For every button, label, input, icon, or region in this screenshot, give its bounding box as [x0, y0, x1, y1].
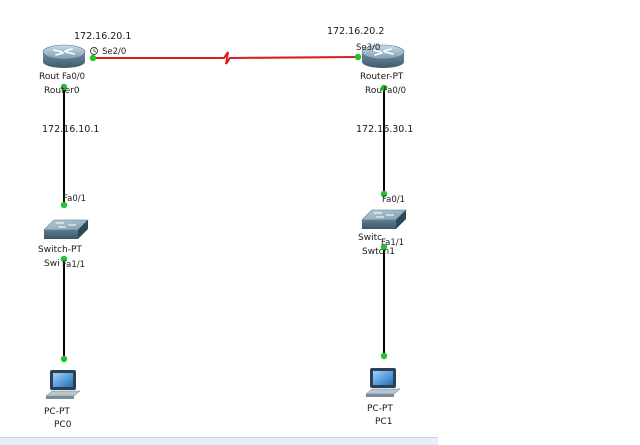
link-up-dot [354, 53, 362, 61]
port-label: Fa1/1 [381, 238, 404, 248]
device-name-label: PC1 [375, 417, 393, 427]
port-label: Fa1/1 [62, 260, 85, 270]
link-up-dot [89, 54, 97, 62]
device-name-label: Swtcn1 [362, 247, 395, 257]
ip-label: 172.16.30.1 [356, 124, 414, 135]
workspace-status-bar [0, 437, 438, 445]
switch-icon[interactable] [361, 209, 407, 229]
router-icon[interactable] [361, 44, 405, 68]
link-up-dot [380, 352, 388, 360]
link-up-dot [60, 355, 68, 363]
router-icon[interactable] [42, 44, 86, 68]
port-label: Se2/0 [102, 47, 127, 57]
switch-icon[interactable] [43, 219, 89, 239]
device-name-label: Rou [365, 86, 383, 96]
device-model-label: Router-PT [360, 72, 404, 82]
link-up-dot [380, 84, 388, 92]
ip-label: 172.16.20.2 [327, 26, 385, 37]
device-model-label: Switch-PT [38, 245, 82, 255]
link-up-dot [60, 255, 68, 263]
device-model-label: PC-PT [367, 404, 393, 414]
port-label: Fa0/1 [63, 194, 86, 204]
ip-label: 172.16.20.1 [74, 31, 132, 42]
device-name-label: Swi [44, 259, 60, 269]
serial-link[interactable] [93, 51, 359, 65]
port-label: Fa0/0 [383, 86, 406, 96]
link-up-dot [60, 83, 68, 91]
ip-label: 172.16.10.1 [42, 124, 100, 135]
device-name-label: Router0 [44, 86, 80, 96]
port-label: Fa0/1 [382, 195, 405, 205]
port-label: Fa0/0 [62, 72, 85, 82]
device-model-label: Rout [39, 72, 60, 82]
link-up-dot [380, 190, 388, 198]
device-name-label: PC0 [54, 420, 72, 430]
pc-icon[interactable] [45, 370, 81, 399]
clock-icon [90, 47, 98, 55]
device-model-label: Switc [358, 233, 383, 243]
link-up-dot [380, 243, 388, 251]
device-model-label: PC-PT [44, 407, 70, 417]
pc-icon[interactable] [365, 368, 401, 397]
port-label: Se3/0 [356, 43, 381, 53]
link-up-dot [60, 201, 68, 209]
